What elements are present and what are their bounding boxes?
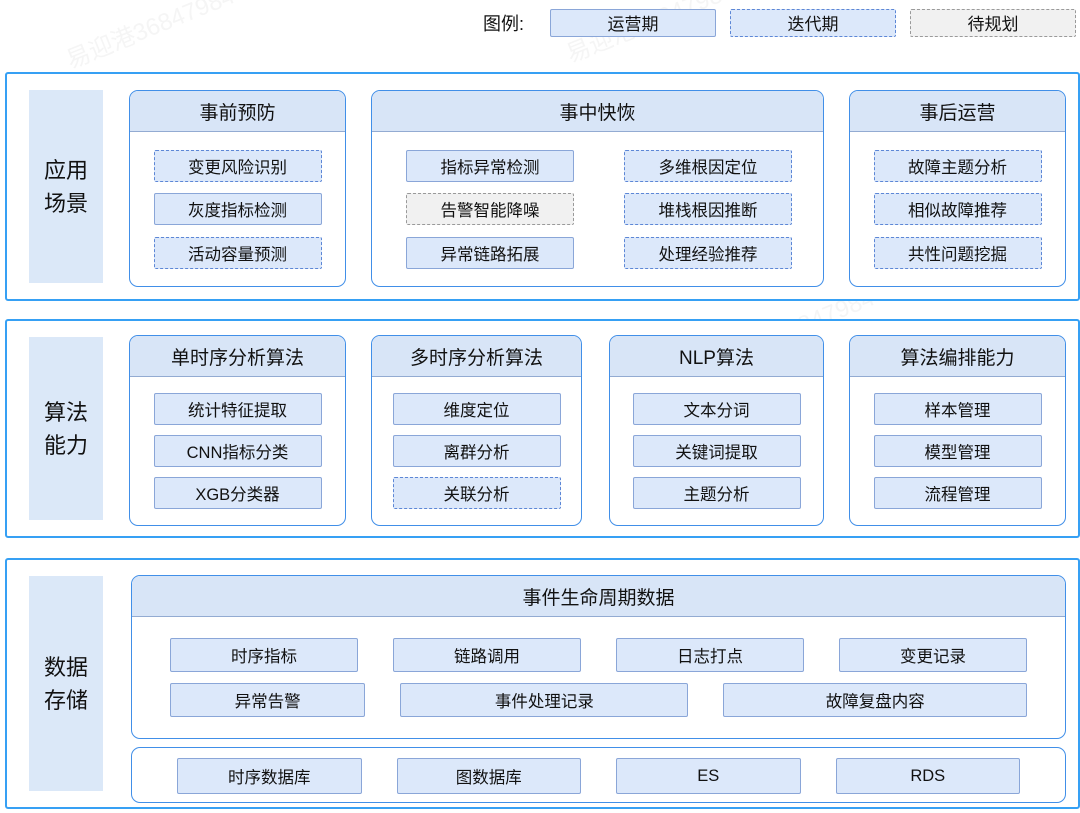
- diagram-node: 模型管理: [873, 435, 1042, 467]
- diagram-node: 离群分析: [392, 435, 561, 467]
- card-algorithm-orchestration: 算法编排能力 样本管理模型管理流程管理: [849, 335, 1066, 526]
- diagram-node: 故障复盘内容: [723, 683, 1027, 717]
- diagram-node: XGB分类器: [153, 477, 322, 509]
- diagram-node: 活动容量预测: [153, 236, 322, 269]
- diagram-node: 告警智能降噪: [406, 193, 574, 225]
- diagram-node: 相似故障推荐: [873, 193, 1042, 225]
- card-in-event-recovery: 事中快恢 指标异常检测 多维根因定位告警智能降噪 堆栈根因推断异常链路拓展 处理经验推…: [371, 90, 824, 287]
- section-algorithm-capabilities: 算法 能力 单时序分析算法 统计特征提取 CNN指标分类 XGB分类器 多时序分析算…: [5, 319, 1080, 538]
- diagram-node: CNN指标分类: [153, 435, 322, 467]
- card-multi-timeseries-algorithms: 多时序分析算法 维度定位离群分析关联分析: [371, 335, 582, 526]
- section-label-application-scenarios: 应用 场景: [29, 90, 103, 283]
- diagram-node: 异常链路拓展: [406, 236, 574, 269]
- diagram-node: RDS: [835, 758, 1020, 794]
- section-data-storage: 数据 存储 事件生命周期数据 时序指标 链路调用 日志打点 变更记录 异常告警事件处理…: [5, 558, 1080, 809]
- card-title: 算法编排能力: [850, 336, 1065, 377]
- diagram-node: 变更记录: [839, 638, 1027, 672]
- diagram-node: 样本管理: [873, 393, 1042, 425]
- card-title: 多时序分析算法: [372, 336, 581, 377]
- legend-label: 图例:: [482, 13, 524, 34]
- diagram-node: 关联分析: [392, 477, 561, 509]
- diagram-node: 共性问题挖掘: [873, 236, 1042, 269]
- diagram-node: 指标异常检测: [406, 149, 574, 182]
- card-event-lifecycle-data: 事件生命周期数据 时序指标 链路调用 日志打点 变更记录 异常告警事件处理记录故障复盘…: [131, 575, 1066, 739]
- card-items: 时序数据库图数据库 ES RDS: [132, 748, 1065, 802]
- diagram-node: 多维根因定位: [624, 149, 792, 182]
- card-pre-event-prevention: 事前预防 变更风险识别灰度指标检测活动容量预测: [129, 90, 346, 287]
- card-title: NLP算法: [610, 336, 823, 377]
- diagram-node: 迭代期: [730, 8, 896, 37]
- diagram-node: 日志打点: [616, 638, 804, 672]
- diagram-node: ES: [616, 758, 801, 794]
- diagram-node: 文本分词: [632, 393, 801, 425]
- legend: 图例: 运营期迭代期待规划: [483, 7, 1076, 38]
- card-title: 事后运营: [850, 91, 1065, 132]
- diagram-node: 流程管理: [873, 477, 1042, 509]
- card-items: 故障主题分析相似故障推荐共性问题挖掘: [850, 132, 1065, 286]
- diagram-node: 链路调用: [393, 638, 581, 672]
- card-single-timeseries-algorithms: 单时序分析算法 统计特征提取 CNN指标分类 XGB分类器: [129, 335, 346, 526]
- card-title: 单时序分析算法: [130, 336, 345, 377]
- diagram-node: 处理经验推荐: [624, 236, 792, 269]
- card-items: 指标异常检测 多维根因定位告警智能降噪 堆栈根因推断异常链路拓展 处理经验推荐: [372, 132, 823, 286]
- legend-items: 运营期迭代期待规划: [550, 8, 1076, 37]
- section-application-scenarios: 应用 场景 事前预防 变更风险识别灰度指标检测活动容量预测 事中快恢 指标异常检…: [5, 72, 1080, 301]
- lifecycle-row-1: 时序指标 链路调用 日志打点 变更记录: [170, 638, 1027, 672]
- diagram-node: 主题分析: [632, 477, 801, 509]
- section-label-data-storage: 数据 存储: [29, 576, 103, 791]
- watermark: 易迎港36847984: [62, 0, 239, 75]
- section-label-algorithm-capabilities: 算法 能力: [29, 337, 103, 520]
- diagram-node: 故障主题分析: [873, 149, 1042, 182]
- card-items: 文本分词关键词提取主题分析: [610, 377, 823, 525]
- diagram-node: 灰度指标检测: [153, 193, 322, 225]
- card-items: 统计特征提取 CNN指标分类 XGB分类器: [130, 377, 345, 525]
- diagram-node: 图数据库: [396, 758, 581, 794]
- card-items: 维度定位离群分析关联分析: [372, 377, 581, 525]
- card-items: 变更风险识别灰度指标检测活动容量预测: [130, 132, 345, 286]
- card-title: 事件生命周期数据: [132, 576, 1065, 617]
- card-title: 事中快恢: [372, 91, 823, 132]
- diagram-node: 运营期: [550, 8, 716, 37]
- card-items: 样本管理模型管理流程管理: [850, 377, 1065, 525]
- diagram-node: 维度定位: [392, 393, 561, 425]
- diagram-node: 时序指标: [170, 638, 358, 672]
- card-title: 事前预防: [130, 91, 345, 132]
- card-nlp-algorithms: NLP算法 文本分词关键词提取主题分析: [609, 335, 824, 526]
- card-items: 时序指标 链路调用 日志打点 变更记录 异常告警事件处理记录故障复盘内容: [132, 617, 1065, 738]
- diagram-node: 变更风险识别: [153, 149, 322, 182]
- diagram-node: 时序数据库: [177, 758, 362, 794]
- diagram-node: 堆栈根因推断: [624, 193, 792, 225]
- card-storage-engines: 时序数据库图数据库 ES RDS: [131, 747, 1066, 803]
- lifecycle-row-2: 异常告警事件处理记录故障复盘内容: [170, 683, 1027, 717]
- diagram-node: 统计特征提取: [153, 393, 322, 425]
- diagram-node: 待规划: [910, 8, 1076, 37]
- diagram-node: 事件处理记录: [400, 683, 689, 717]
- card-post-event-operation: 事后运营 故障主题分析相似故障推荐共性问题挖掘: [849, 90, 1066, 287]
- diagram-node: 关键词提取: [632, 435, 801, 467]
- diagram-node: 异常告警: [170, 683, 366, 717]
